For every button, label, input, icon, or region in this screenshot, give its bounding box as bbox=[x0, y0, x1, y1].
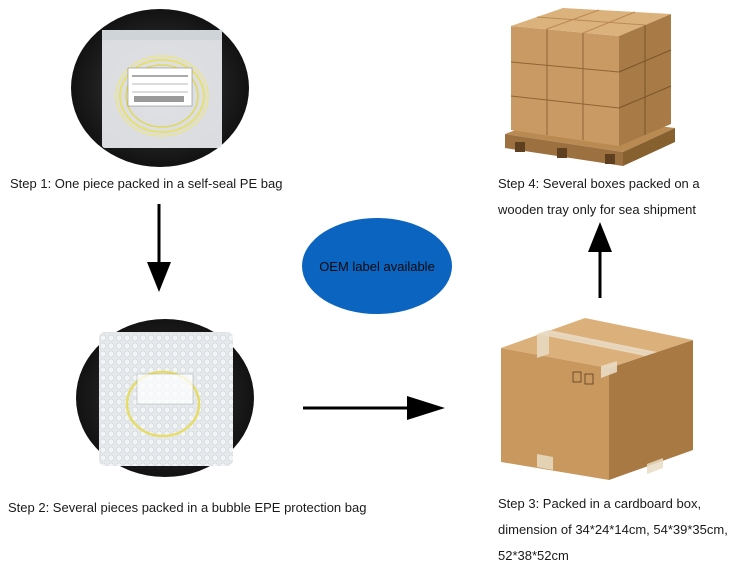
cardboard-box-photo bbox=[497, 312, 697, 482]
arrow-up-icon bbox=[588, 222, 612, 298]
step4-caption-line-1: Step 4: Several boxes packed on a bbox=[498, 176, 700, 191]
arrow-down-icon bbox=[147, 204, 171, 292]
oem-label-text: OEM label available bbox=[319, 258, 435, 274]
bubble-bag-photo bbox=[75, 318, 255, 478]
step4-caption-line-2: wooden tray only for sea shipment bbox=[498, 202, 696, 217]
step2-caption: Step 2: Several pieces packed in a bubbl… bbox=[8, 500, 367, 515]
step1-caption: Step 1: One piece packed in a self-seal … bbox=[10, 176, 283, 191]
step4-caption: Step 4: Several boxes packed on a wooden… bbox=[498, 171, 700, 223]
step3-caption-line-2: dimension of 34*24*14cm, 54*39*35cm, bbox=[498, 522, 728, 537]
pe-bag-photo bbox=[70, 8, 250, 168]
step3-caption-line-1: Step 3: Packed in a cardboard box, bbox=[498, 496, 702, 511]
oem-label-badge: OEM label available bbox=[302, 218, 452, 314]
step3-caption-line-3: 52*38*52cm bbox=[498, 548, 569, 563]
step3-caption: Step 3: Packed in a cardboard box, dimen… bbox=[498, 491, 728, 569]
arrow-right-icon bbox=[303, 396, 445, 420]
pallet-boxes-photo bbox=[495, 6, 685, 176]
